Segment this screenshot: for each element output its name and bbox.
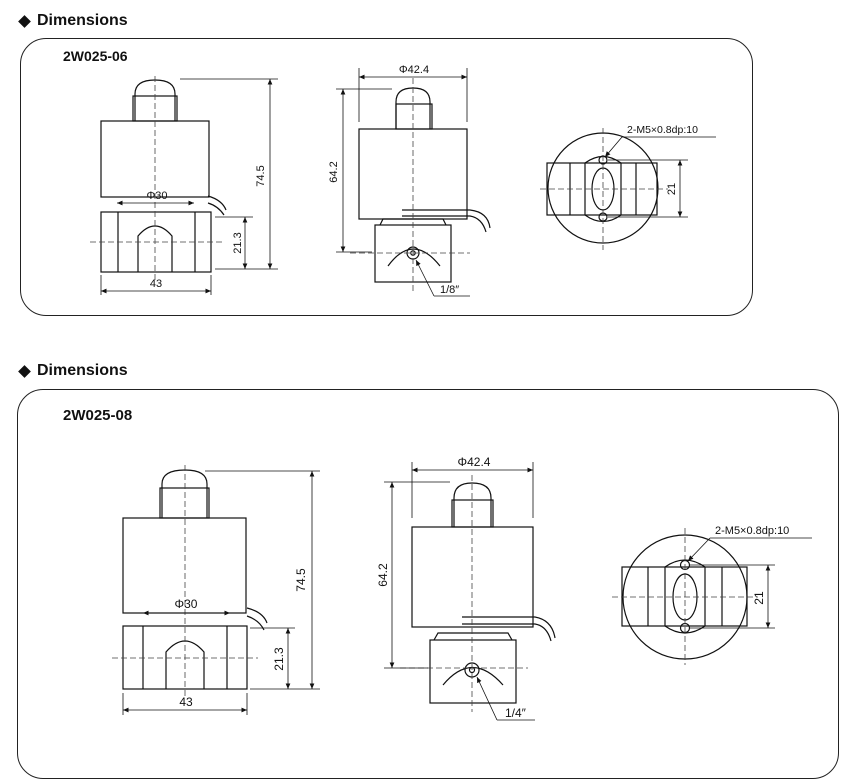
dim-coil-dia: Φ42.4 bbox=[458, 455, 491, 469]
hole-spec: 2-M5×0.8dp:10 bbox=[627, 124, 698, 136]
section-heading: Dimensions bbox=[18, 12, 128, 30]
thread-size: 1/4″ bbox=[505, 706, 527, 720]
dim-height: 74.5 bbox=[255, 165, 267, 186]
bottom-view bbox=[546, 132, 659, 244]
section-title: Dimensions bbox=[37, 12, 128, 29]
side-view bbox=[411, 482, 556, 704]
drawing-panel-06 bbox=[20, 38, 753, 316]
dim-height: 74.5 bbox=[294, 568, 308, 592]
dim-hole-spacing: 21 bbox=[666, 183, 678, 195]
dim-coil-dia: Φ42.4 bbox=[399, 64, 429, 76]
dim-hole-spacing: 21 bbox=[752, 591, 766, 605]
diamond-bullet-icon bbox=[18, 364, 31, 378]
model-label: 2W025-08 bbox=[63, 407, 133, 424]
dim-width: 43 bbox=[150, 278, 162, 290]
model-label: 2W025-06 bbox=[63, 48, 128, 64]
front-view bbox=[100, 79, 227, 273]
drawing-panel-08 bbox=[17, 389, 839, 779]
thread-size: 1/8″ bbox=[440, 284, 459, 296]
dim-port-height: 21.3 bbox=[272, 647, 286, 671]
dim-width: 43 bbox=[179, 695, 193, 709]
hole-spec: 2-M5×0.8dp:10 bbox=[715, 525, 789, 537]
dim-height: 64.2 bbox=[328, 161, 340, 182]
section-title: Dimensions bbox=[37, 362, 128, 379]
section-heading: Dimensions bbox=[18, 362, 128, 380]
dim-port-height: 21.3 bbox=[232, 232, 244, 253]
dim-coil-dia: Φ30 bbox=[146, 190, 167, 202]
dim-coil-dia: Φ30 bbox=[175, 597, 198, 611]
dim-height: 64.2 bbox=[376, 563, 390, 587]
